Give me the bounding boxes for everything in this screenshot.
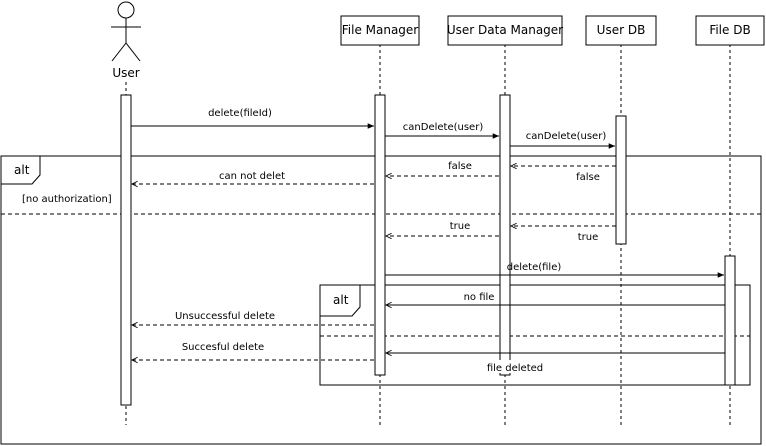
participant-file-manager-box xyxy=(340,15,420,46)
participant-user-label: User xyxy=(112,66,139,80)
outer-alt-guard: [no authorization] xyxy=(22,194,112,205)
participant-user-db-label: User DB xyxy=(597,23,646,37)
participant-user-data-manager-label: User Data Manager xyxy=(447,23,563,37)
message-3-label: canDelete(user) xyxy=(526,131,607,142)
activation-user-db xyxy=(615,115,627,245)
activation-user-data-manager xyxy=(499,94,511,376)
message-13-label-backdrop xyxy=(486,360,544,373)
participant-file-db-box xyxy=(695,15,765,46)
message-12-label: Succesful delete xyxy=(182,342,264,353)
participant-user-db-box xyxy=(585,15,657,46)
participant-file-manager-label: File Manager xyxy=(342,23,419,37)
activation-file-manager xyxy=(374,94,386,376)
inner-alt-label: alt xyxy=(333,293,349,307)
user-actor-icon xyxy=(111,1,141,62)
outer-alt-label: alt xyxy=(14,163,30,177)
message-5-label: false xyxy=(576,172,600,183)
activation-user xyxy=(120,94,132,406)
activation-file-db xyxy=(724,255,736,386)
participant-file-db-label: File DB xyxy=(709,23,750,37)
message-7-label: true xyxy=(450,221,471,232)
message-13-label: file deleted xyxy=(487,363,543,374)
message-4-label: false xyxy=(448,161,472,172)
message-6-label: can not delet xyxy=(219,171,285,182)
message-8-label: true xyxy=(578,232,599,243)
outer-alt-tab xyxy=(0,155,41,185)
message-1-label: delete(fileId) xyxy=(208,108,272,119)
inner-alt-tab xyxy=(319,284,361,317)
message-2-label: canDelete(user) xyxy=(403,122,484,133)
participant-user-data-manager-box xyxy=(447,15,563,46)
inner-alt-fragment xyxy=(319,284,751,386)
message-10-label: no file xyxy=(464,292,495,303)
message-11-label: Unsuccessful delete xyxy=(175,311,275,322)
message-9-label: delete(file) xyxy=(507,262,562,273)
